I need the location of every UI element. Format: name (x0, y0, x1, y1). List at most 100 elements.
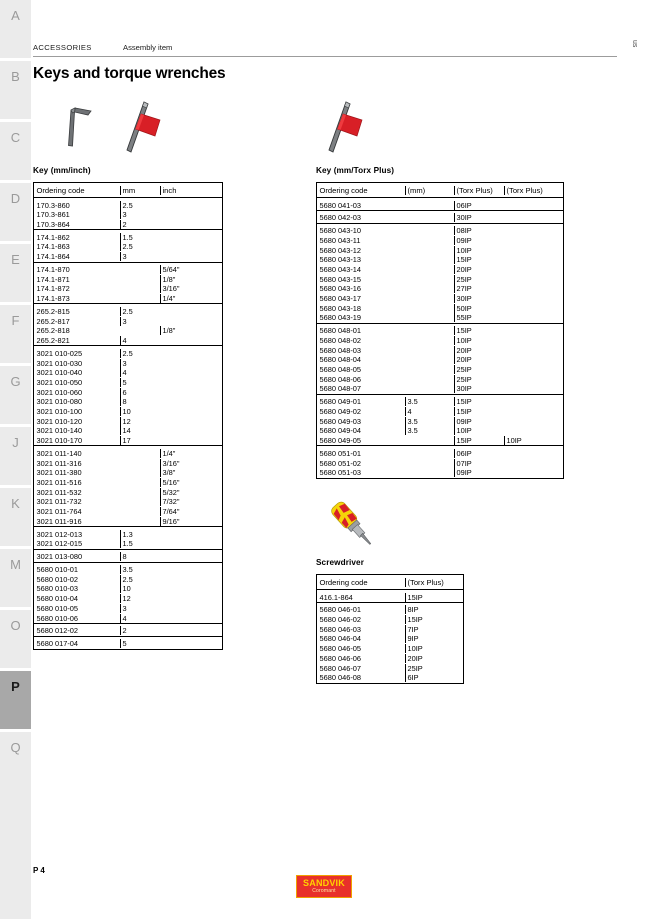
table-cell: 25IP (454, 365, 504, 375)
table-cell: 170.3-864 (36, 219, 70, 229)
table-cell: 3.5 (405, 426, 454, 436)
table-cell: 5680 010-02 (36, 574, 79, 584)
table-cell: 2 (120, 626, 160, 636)
column-header: Ordering code (319, 577, 368, 587)
caption-key-mm-torx: Key (mm/Torx Plus) (316, 166, 395, 175)
sidebar-tab-g[interactable]: G (0, 366, 31, 424)
table-cell: 3/16" (160, 458, 222, 468)
table-cell: 3021 012-013 (36, 529, 83, 539)
table-cell: 5680 051-02 (319, 458, 362, 468)
table-cell: 3 (120, 358, 160, 368)
sidebar-tab-label: J (12, 435, 19, 450)
table-cell: 6IP (405, 673, 463, 683)
sidebar-tab-p[interactable]: P (0, 671, 31, 729)
sidebar-tab-label: D (10, 191, 21, 206)
sidebar-tab-m[interactable]: M (0, 549, 31, 607)
table-cell: 5680 010-01 (36, 565, 79, 575)
table-cell: 3 (120, 316, 160, 326)
breadcrumb-item: Assembly item (123, 43, 173, 52)
sidebar-tab-j[interactable]: J (0, 427, 31, 485)
table-cell: 2.5 (120, 306, 160, 316)
table-header-row: Ordering code(Torx Plus) (317, 575, 463, 589)
table-cell: 10IP (454, 336, 504, 346)
table-cell: 15IP (454, 436, 504, 446)
table-cell: 1.5 (120, 232, 160, 242)
table-cell: 174.1-871 (36, 274, 70, 284)
table-cell: 3021 010-025 (36, 348, 83, 358)
table-cell: 5680 046-08 (319, 673, 362, 683)
sidebar-tab-a[interactable]: A (0, 0, 31, 58)
table-cell: 5/64" (160, 265, 222, 275)
table-cell: 6 (120, 387, 160, 397)
sidebar-tab-o[interactable]: O (0, 610, 31, 668)
table-cell: 5/16" (160, 478, 222, 488)
sidebar-tab-label: M (10, 557, 21, 572)
table-key-mm-torx: Ordering code(mm)(Torx Plus)(Torx Plus)5… (316, 182, 564, 479)
column-header: mm (120, 185, 160, 195)
sidebar-tab-q[interactable]: Q (0, 732, 31, 919)
sidebar-tab-f[interactable]: F (0, 305, 31, 363)
table-cell: 2.5 (120, 200, 160, 210)
sidebar-tab-c[interactable]: C (0, 122, 31, 180)
table-cell: 5680 010-04 (36, 594, 79, 604)
table-cell: 3021 011-764 (36, 507, 82, 517)
column-header: Ordering code (319, 185, 368, 195)
table-row: 5680 046-08 6IP (317, 673, 463, 683)
sidebar-tab-k[interactable]: K (0, 488, 31, 546)
table-cell: 5680 048-04 (319, 355, 362, 365)
table-cell: 3021 010-080 (36, 397, 83, 407)
table-cell: 12 (120, 416, 160, 426)
table-cell: 20IP (405, 653, 463, 663)
table-cell: 1/4" (160, 448, 222, 458)
sidebar-tab-b[interactable]: B (0, 61, 31, 119)
table-cell: 1/4" (160, 294, 222, 304)
column-header: (Torx Plus) (504, 185, 563, 195)
table-cell: 20IP (454, 345, 504, 355)
page-folio: P 4 (33, 866, 45, 875)
table-cell: 50IP (454, 303, 504, 313)
table-cell: 4 (120, 613, 160, 623)
table-cell: 5680 049-03 (319, 416, 362, 426)
table-cell: 5680 048-01 (319, 326, 362, 336)
table-cell: 5680 049-02 (319, 407, 362, 417)
table-cell: 12 (120, 594, 160, 604)
table-cell: 55IP (454, 313, 504, 323)
table-cell: 1/8" (160, 274, 222, 284)
edge-marker: us (631, 40, 638, 48)
table-cell: 25IP (454, 274, 504, 284)
table-cell: 174.1-863 (36, 242, 70, 252)
sidebar-tab-e[interactable]: E (0, 244, 31, 302)
table-cell: 174.1-870 (36, 265, 70, 275)
table-cell: 3021 011-140 (36, 448, 82, 458)
sidebar-tab-d[interactable]: D (0, 183, 31, 241)
table-cell: 3021 011-516 (36, 478, 82, 488)
table-cell: 10IP (454, 426, 504, 436)
